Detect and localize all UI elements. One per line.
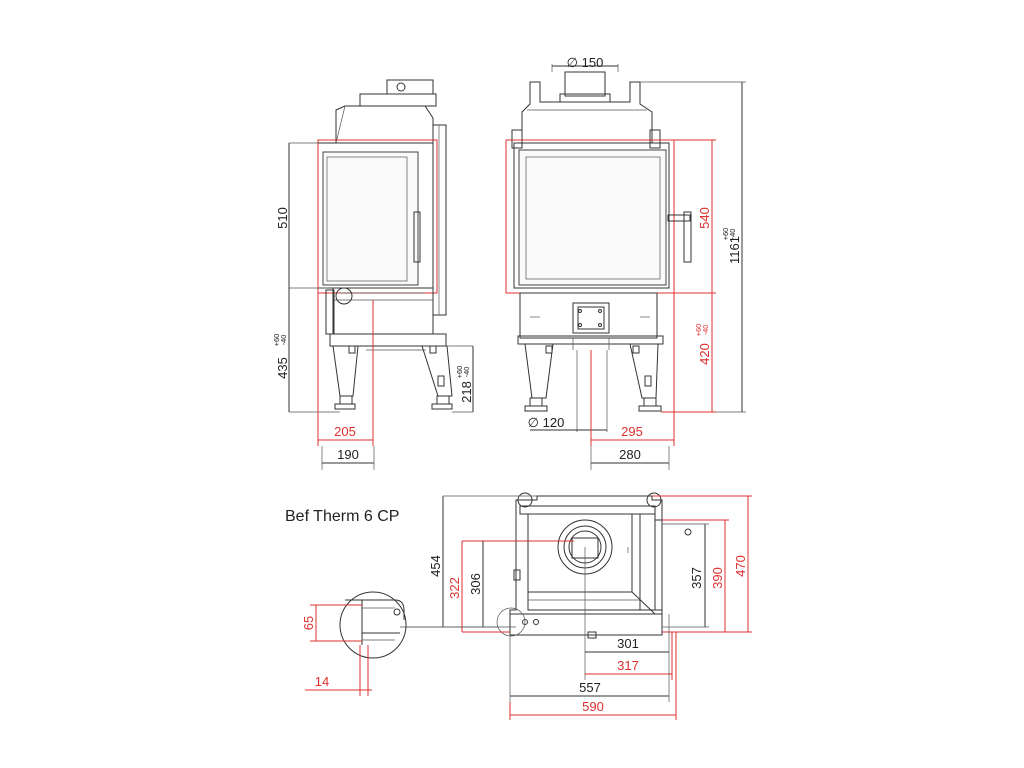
side-door-height: 510 <box>275 207 290 229</box>
detail-view: 65 14 <box>301 591 498 696</box>
front-base-tol-top: +60 <box>694 324 703 337</box>
front-total-tol-bot: -40 <box>728 229 737 240</box>
plan-depth-454: 454 <box>428 555 443 577</box>
product-title: Bef Therm 6 CP <box>285 508 399 525</box>
front-base-height: 420 <box>697 343 712 365</box>
front-total-height: 1161 <box>727 236 742 264</box>
detail-65: 65 <box>301 616 316 630</box>
plan-depth-470: 470 <box>733 555 748 577</box>
air-diameter: ∅ 120 <box>528 415 565 430</box>
flue-diameter: ∅ 150 <box>567 55 604 70</box>
front-door-height: 540 <box>697 207 712 229</box>
side-leg-height: 218 <box>459 381 474 403</box>
detail-14: 14 <box>315 674 329 689</box>
side-width-black: 190 <box>337 447 359 462</box>
side-leg-tol-top: +60 <box>455 366 464 379</box>
side-base-tol-top: +60 <box>272 334 281 347</box>
side-width-red: 205 <box>334 424 356 439</box>
side-leg-tol-bot: -40 <box>462 367 471 378</box>
front-view: ∅ 150 <box>505 55 746 470</box>
side-base-tol-bot: -40 <box>279 335 288 346</box>
plan-width-590: 590 <box>582 699 604 714</box>
plan-width-557: 557 <box>579 680 601 695</box>
plan-depth-357: 357 <box>689 567 704 589</box>
front-base-tol-bot: -40 <box>701 325 710 336</box>
side-base-height: 435 <box>275 357 290 379</box>
front-total-tol-top: +60 <box>721 228 730 241</box>
front-halfwidth-red: 295 <box>621 424 643 439</box>
plan-depth-322: 322 <box>447 577 462 599</box>
plan-width-301: 301 <box>617 636 639 651</box>
plan-depth-306: 306 <box>468 573 483 595</box>
front-halfwidth-black: 280 <box>619 447 641 462</box>
side-view: 510 435 +60 -40 218 +60 -40 205 190 <box>272 79 474 470</box>
plan-view: 454 322 306 357 390 470 301 317 <box>400 492 752 720</box>
plan-width-317: 317 <box>617 658 639 673</box>
plan-depth-390: 390 <box>710 567 725 589</box>
